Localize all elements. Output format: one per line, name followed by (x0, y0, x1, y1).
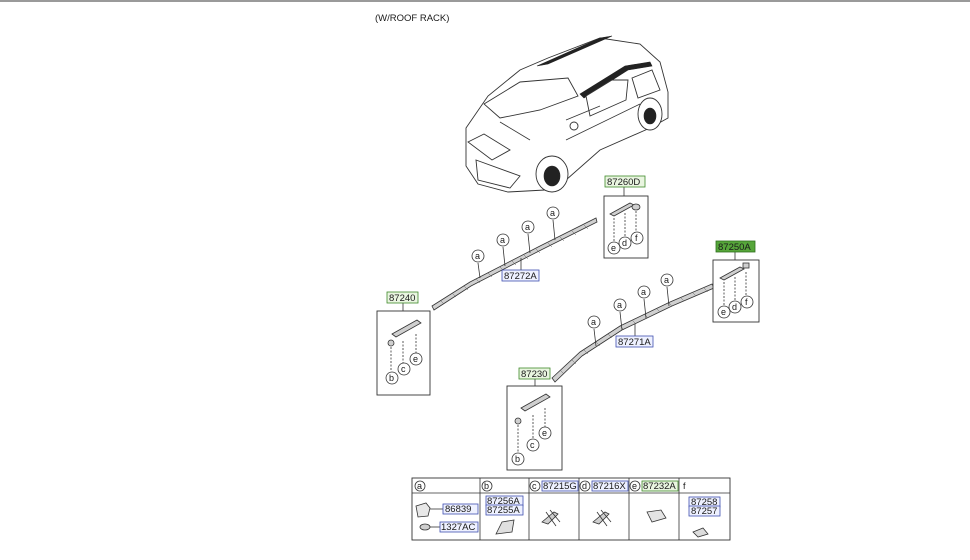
part-87272A-label: 87272A (504, 271, 537, 282)
label-1327ac: 1327AC (441, 522, 475, 533)
rear-rail-callouts: a a a a 87271A (587, 273, 674, 348)
label-e: e (413, 354, 418, 364)
label-e: e (611, 243, 616, 253)
label-c: c (530, 440, 535, 450)
label-87258: 87258 (691, 497, 717, 508)
label-a: a (500, 235, 505, 245)
diagram-caption: (W/ROOF RACK) (375, 13, 449, 24)
label-87250a: 87250A (718, 242, 751, 253)
label-d: d (622, 238, 627, 248)
label-b: b (484, 481, 489, 491)
label-a: a (550, 208, 555, 218)
front-rail-callouts: a a a a 87272A (471, 206, 560, 282)
label-d: d (732, 302, 737, 312)
cover-box-87230: 87230 b c e (506, 367, 563, 471)
label-c: c (532, 481, 537, 491)
label-b: b (389, 373, 394, 383)
label-f: f (745, 297, 748, 307)
rear-roof-rail (551, 283, 715, 383)
label-a: a (417, 481, 422, 491)
front-roof-rail (431, 217, 598, 311)
label-c: c (401, 364, 406, 374)
label-86839: 86839 (445, 504, 471, 515)
label-87255a: 87255A (487, 505, 520, 516)
label-87257: 87257 (691, 506, 717, 517)
label-f: f (635, 233, 638, 243)
part-87271A-label: 87271A (618, 337, 651, 348)
cover-box-87250A: 87250A e d f (712, 240, 760, 323)
label-f: f (683, 481, 686, 491)
legend-table: a b c 87215G d 87216X e 87232A f 86839 1… (411, 477, 731, 541)
label-a: a (525, 222, 530, 232)
vehicle-illustration (465, 35, 669, 193)
label-87260d: 87260D (607, 177, 640, 188)
cover-box-87240: 87240 b c e (376, 291, 431, 396)
label-a: a (475, 251, 480, 261)
label-87230: 87230 (521, 369, 547, 380)
cover-box-87260D: 87260D e d f (603, 175, 649, 259)
label-e: e (542, 428, 547, 438)
label-e: e (632, 481, 637, 491)
label-87240: 87240 (389, 293, 415, 304)
label-87215g: 87215G (543, 481, 577, 492)
label-e: e (721, 307, 726, 317)
label-87216x: 87216X (593, 481, 626, 492)
top-border (0, 0, 970, 2)
label-d: d (582, 481, 587, 491)
label-87232a: 87232A (643, 481, 676, 492)
label-a: a (617, 300, 622, 310)
label-a: a (591, 317, 596, 327)
label-b: b (515, 454, 520, 464)
label-a: a (641, 287, 646, 297)
label-87256a: 87256A (487, 496, 520, 507)
label-a: a (664, 275, 669, 285)
